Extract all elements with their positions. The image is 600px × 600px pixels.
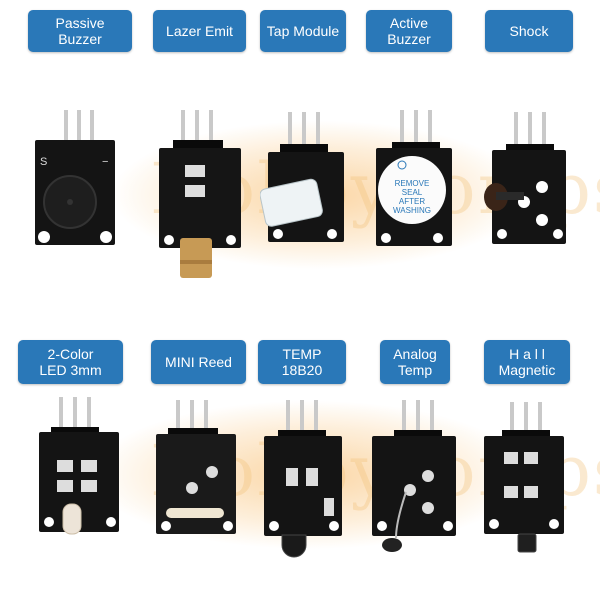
- shock-module: [484, 112, 566, 244]
- active-buzzer-module: REMOVE SEAL AFTER WASHING: [376, 110, 452, 246]
- hall-magnetic-module: [484, 402, 564, 553]
- analog-temp-module: [372, 400, 456, 552]
- label-2-color-led: 2-Color LED 3mm: [18, 340, 123, 384]
- pcb-minus-mark: −: [102, 156, 108, 168]
- passive-buzzer-module: S −: [35, 110, 115, 245]
- label-active-buzzer: Active Buzzer: [366, 10, 452, 52]
- temp-18b20-module: [264, 400, 342, 558]
- mini-reed-module: [156, 400, 236, 534]
- sticker-line-1: REMOVE: [395, 179, 430, 188]
- label-hall-magnetic: H a l l Magnetic: [484, 340, 570, 384]
- sticker-line-2: SEAL: [402, 188, 423, 197]
- label-temp-18b20: TEMP 18B20: [258, 340, 346, 384]
- lazer-emit-module: [159, 110, 241, 278]
- label-analog-temp: Analog Temp: [380, 340, 450, 384]
- pcb-signal-mark: S: [40, 156, 47, 168]
- label-lazer-emit: Lazer Emit: [153, 10, 246, 52]
- label-mini-reed: MINI Reed: [151, 340, 246, 384]
- tap-module: [260, 112, 344, 242]
- two-color-led-module: [39, 397, 119, 535]
- label-shock: Shock: [485, 10, 573, 52]
- label-tap-module: Tap Module: [260, 10, 346, 52]
- label-passive-buzzer: Passive Buzzer: [28, 10, 132, 52]
- sticker-line-4: WASHING: [393, 206, 431, 215]
- sticker-line-3: AFTER: [399, 197, 425, 206]
